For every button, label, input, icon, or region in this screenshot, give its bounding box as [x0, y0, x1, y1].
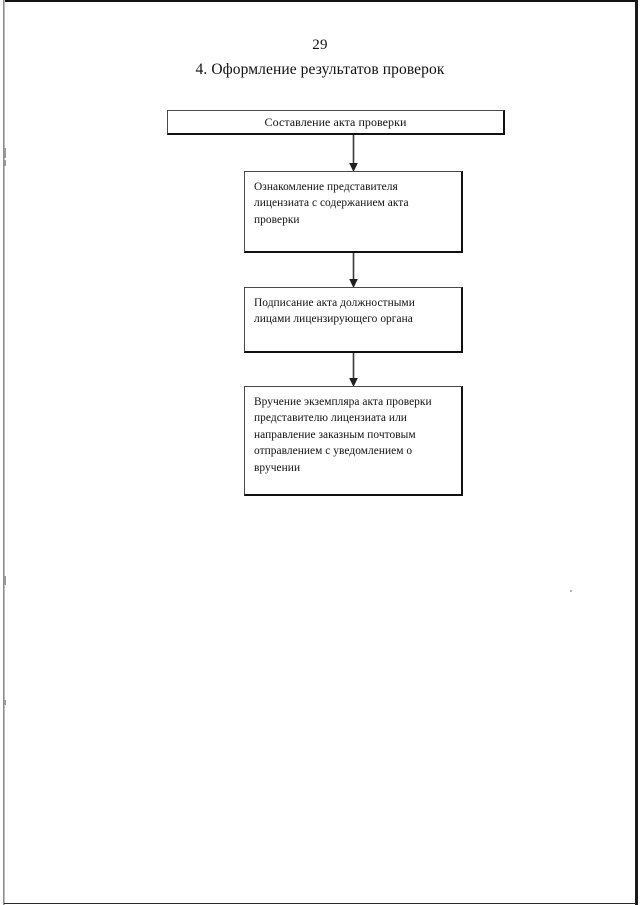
scan-edge-right — [635, 0, 638, 905]
arrow-down-icon — [349, 353, 358, 387]
scan-edge-left — [3, 0, 4, 905]
arrow-down-icon — [349, 135, 358, 172]
page-number: 29 — [312, 37, 328, 53]
flow-node-sign-report: Подписание акта должностными лицами лице… — [244, 287, 463, 353]
scan-speck — [4, 148, 6, 158]
flow-node-deliver-report: Вручение экземпляра акта проверки предст… — [244, 386, 463, 496]
scan-speck — [570, 590, 572, 592]
flow-connector-2 — [347, 253, 360, 288]
flow-node-label: Ознакомление представителя лицензиата с … — [254, 181, 409, 226]
scan-edge-bottom — [4, 903, 636, 904]
scan-speck — [4, 700, 6, 705]
scan-speck — [4, 576, 6, 585]
scan-speck — [4, 160, 6, 166]
flow-node-familiarize-representative: Ознакомление представителя лицензиата с … — [244, 171, 463, 253]
flow-node-label: Подписание акта должностными лицами лице… — [254, 297, 415, 326]
scan-edge-left-secondary — [4, 0, 5, 905]
flow-connector-3 — [347, 353, 360, 387]
arrow-down-icon — [349, 253, 358, 288]
scan-edge-top — [4, 0, 636, 2]
page-title: 4. Оформление результатов проверок — [195, 61, 445, 78]
flow-node-compile-report: Составление акта проверки — [167, 110, 505, 135]
flow-node-label: Вручение экземпляра акта проверки предст… — [254, 396, 432, 474]
flow-connector-1 — [347, 135, 360, 172]
flow-node-label: Составление акта проверки — [264, 114, 407, 129]
